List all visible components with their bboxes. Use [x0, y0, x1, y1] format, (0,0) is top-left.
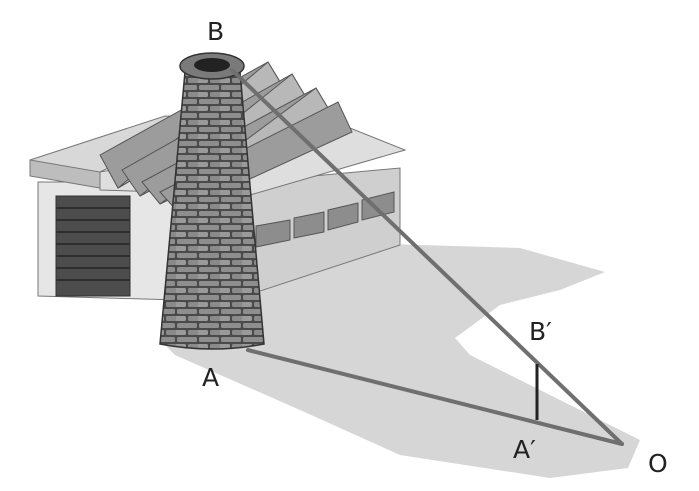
- garage-door: [55, 195, 131, 297]
- label-B-prime: B′: [529, 317, 552, 346]
- side-windows: [255, 191, 395, 248]
- label-B: B: [207, 17, 224, 46]
- label-O: O: [648, 449, 668, 478]
- light-rays: [230, 68, 624, 446]
- ray-A-to-O: [246, 348, 624, 446]
- chimney-opening: [194, 58, 230, 72]
- ray-B-to-O: [230, 68, 624, 446]
- label-A: A: [202, 363, 219, 392]
- label-A-prime: A′: [513, 435, 536, 464]
